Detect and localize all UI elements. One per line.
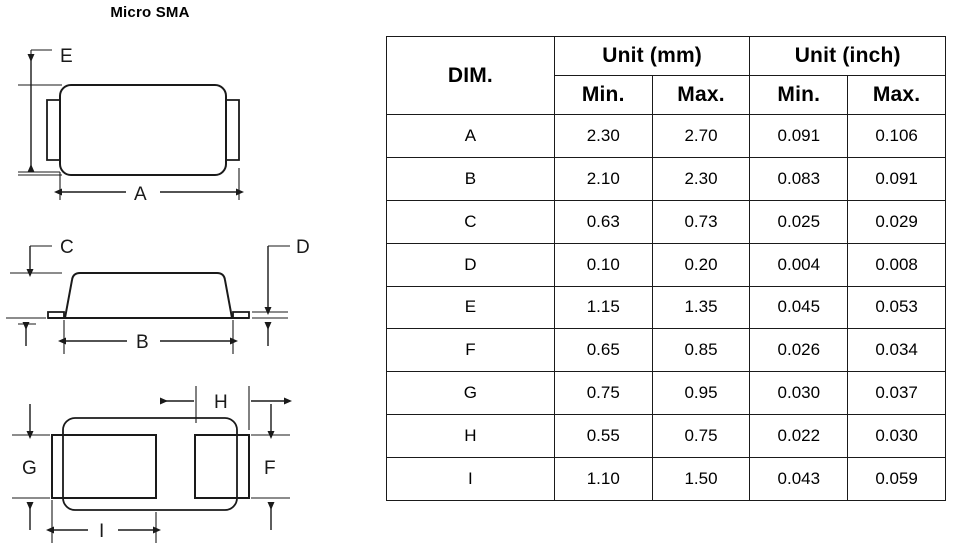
dimension-label-h: H — [214, 392, 228, 413]
cell-inch-min: 0.083 — [749, 156, 849, 201]
cell-inch-max: 0.059 — [847, 457, 946, 501]
cell-inch-max: 0.034 — [847, 328, 946, 373]
cell-inch-max: 0.053 — [847, 285, 946, 330]
cell-mm-min: 2.10 — [553, 156, 653, 201]
package-title: Micro SMA — [110, 4, 190, 21]
dimension-label-a: A — [134, 184, 147, 205]
cell-mm-max: 0.85 — [651, 328, 751, 373]
cell-inch-min: 0.026 — [749, 328, 849, 373]
header-dim: DIM. — [386, 36, 555, 115]
header-inch-min: Min. — [749, 75, 849, 115]
cell-mm-min: 1.10 — [553, 457, 653, 501]
cell-inch-min: 0.091 — [749, 114, 849, 158]
cell-inch-max: 0.106 — [847, 114, 946, 158]
cell-inch-max: 0.037 — [847, 371, 946, 416]
cell-mm-max: 0.20 — [651, 242, 751, 287]
dimension-table-container: DIM. Unit (mm) Unit (inch) Min. Max. Min… — [386, 36, 946, 501]
table-header: DIM. Unit (mm) Unit (inch) Min. Max. Min… — [386, 36, 946, 115]
dimension-label-g: G — [22, 458, 37, 479]
cell-dim: B — [386, 156, 555, 201]
header-mm-max: Max. — [651, 75, 751, 115]
side-view-drawing: C B D — [6, 237, 310, 354]
dimension-table: DIM. Unit (mm) Unit (inch) Min. Max. Min… — [386, 36, 946, 501]
drawings-panel: E A — [0, 0, 330, 552]
cell-dim: H — [386, 414, 555, 458]
header-unit-inch: Unit (inch) — [749, 36, 946, 76]
cell-inch-min: 0.043 — [749, 457, 849, 501]
dimension-label-c: C — [60, 237, 74, 258]
header-unit-mm: Unit (mm) — [553, 36, 751, 76]
cell-mm-min: 1.15 — [553, 285, 653, 330]
cell-mm-max: 0.73 — [651, 199, 751, 244]
cell-dim: F — [386, 328, 555, 373]
cell-dim: C — [386, 199, 555, 244]
cell-dim: A — [386, 114, 555, 158]
cell-mm-max: 1.35 — [651, 285, 751, 330]
cell-inch-min: 0.025 — [749, 199, 849, 244]
cell-mm-min: 0.63 — [553, 199, 653, 244]
cell-inch-min: 0.030 — [749, 371, 849, 416]
cell-mm-max: 2.70 — [651, 114, 751, 158]
cell-mm-max: 0.75 — [651, 414, 751, 458]
cell-mm-min: 0.65 — [553, 328, 653, 373]
cell-dim: I — [386, 457, 555, 501]
cell-dim: G — [386, 371, 555, 416]
cell-inch-min: 0.004 — [749, 242, 849, 287]
dimension-label-d: D — [296, 237, 310, 258]
cell-mm-max: 0.95 — [651, 371, 751, 416]
cell-inch-max: 0.008 — [847, 242, 946, 287]
cell-inch-max: 0.029 — [847, 199, 946, 244]
header-row-units: DIM. Unit (mm) Unit (inch) — [386, 36, 946, 115]
top-view-drawing: E A — [18, 46, 244, 205]
cell-mm-min: 2.30 — [553, 114, 653, 158]
cell-mm-max: 2.30 — [651, 156, 751, 201]
cell-inch-min: 0.045 — [749, 285, 849, 330]
cell-dim: E — [386, 285, 555, 330]
cell-mm-min: 0.75 — [553, 371, 653, 416]
header-row-minmax: Min. Max. Min. Max. — [387, 75, 946, 115]
header-inch-max: Max. — [847, 75, 946, 115]
cell-mm-min: 0.55 — [553, 414, 653, 458]
header-mm-min: Min. — [553, 75, 653, 115]
cell-inch-min: 0.022 — [749, 414, 849, 458]
dimension-label-b: B — [136, 332, 149, 353]
cell-inch-max: 0.091 — [847, 156, 946, 201]
dimension-label-e: E — [60, 46, 73, 67]
dimension-label-i: I — [99, 521, 104, 542]
cell-dim: D — [386, 242, 555, 287]
dimension-label-f: F — [264, 458, 276, 479]
cell-inch-max: 0.030 — [847, 414, 946, 458]
bottom-view-drawing: H G F I — [12, 386, 292, 543]
cell-mm-max: 1.50 — [651, 457, 751, 501]
cell-mm-min: 0.10 — [553, 242, 653, 287]
